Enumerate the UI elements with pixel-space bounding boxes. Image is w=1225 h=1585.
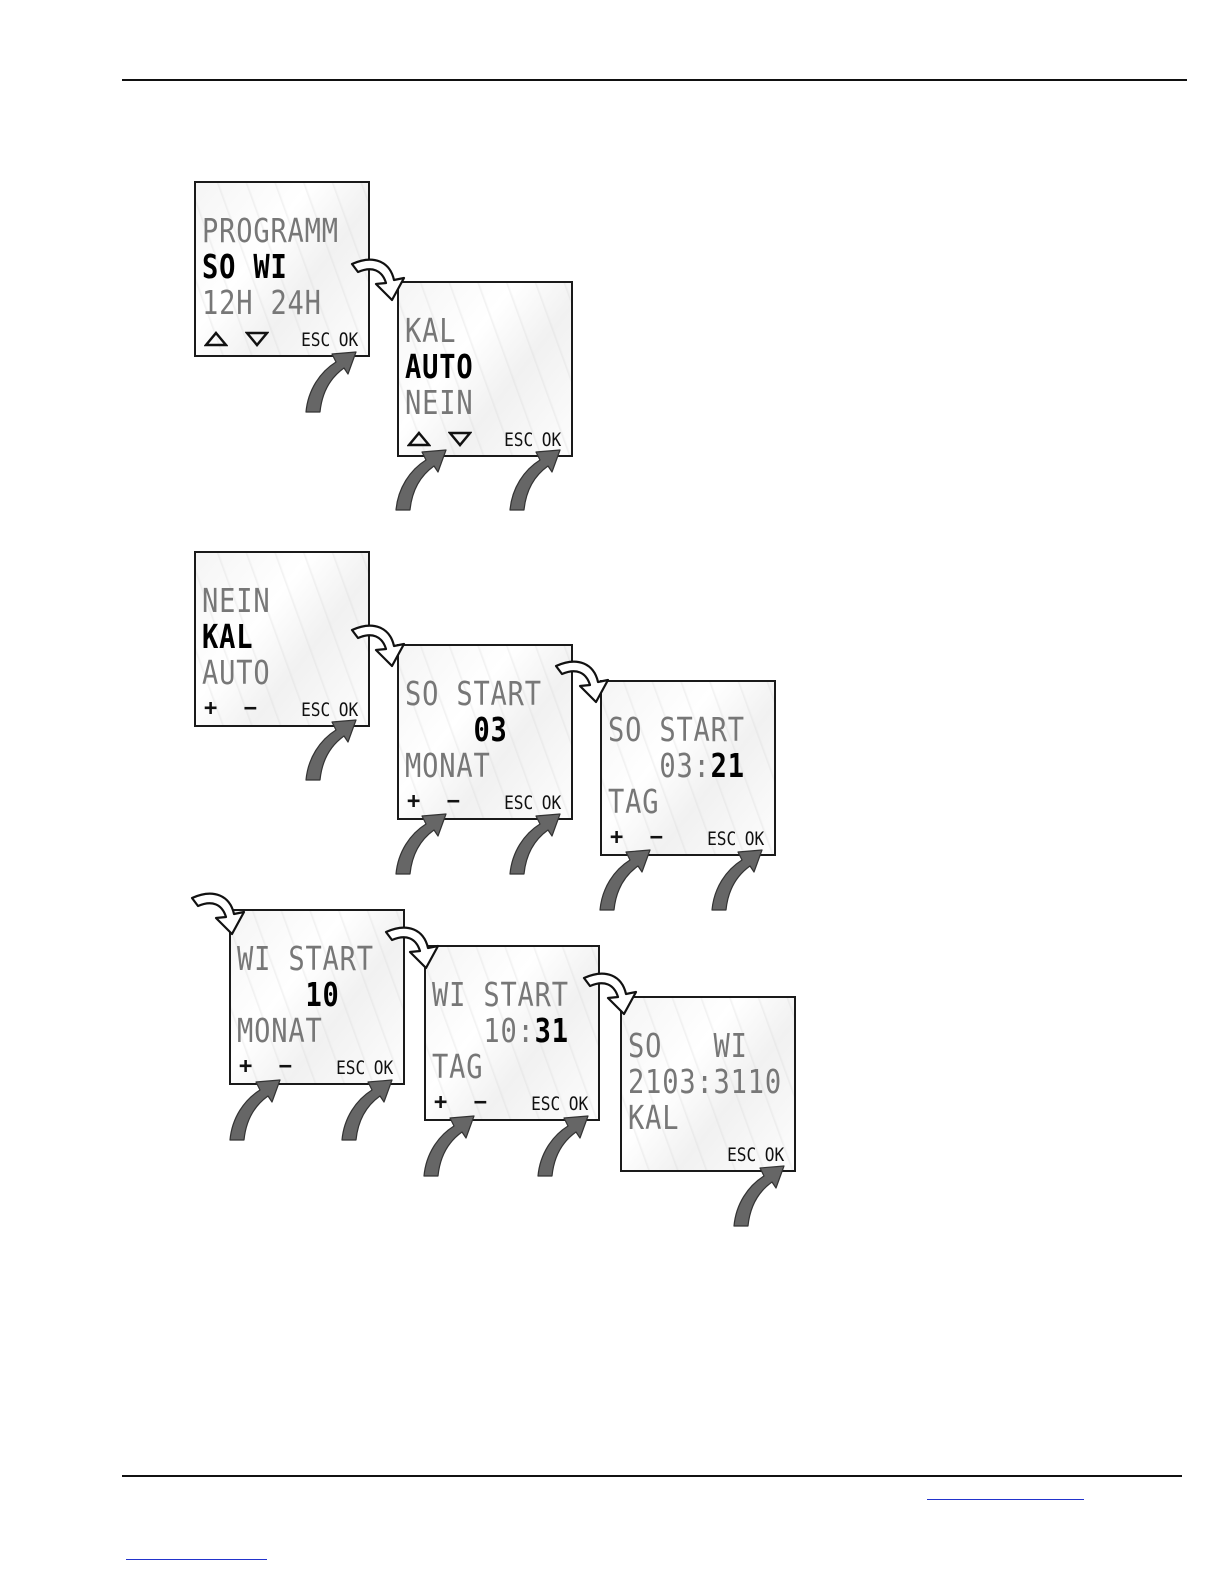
flow-arrow-icon [556, 662, 608, 702]
press-arrow-icon [510, 814, 560, 874]
press-arrow-icon [424, 1116, 474, 1176]
press-arrow-icon [600, 850, 650, 910]
flow-arrow-icon [584, 974, 636, 1014]
footer-link-underline[interactable] [126, 1559, 267, 1560]
press-arrow-icon [712, 850, 762, 910]
footer-rule [122, 1475, 1182, 1477]
press-arrow-icon [510, 450, 560, 510]
press-arrow-icon [538, 1116, 588, 1176]
press-arrow-icon [734, 1166, 784, 1226]
footer-link-underline[interactable] [927, 1499, 1084, 1500]
flow-arrow-icon [386, 928, 438, 968]
press-arrow-icon [396, 450, 446, 510]
press-arrow-icon [306, 352, 356, 412]
flow-arrow-icon [192, 894, 244, 934]
flow-arrow-icon [352, 260, 404, 300]
press-arrow-icon [306, 720, 356, 780]
press-arrow-icon [230, 1080, 280, 1140]
flow-arrow-icon [352, 626, 404, 666]
press-arrow-icon [342, 1080, 392, 1140]
press-arrow-icon [396, 814, 446, 874]
